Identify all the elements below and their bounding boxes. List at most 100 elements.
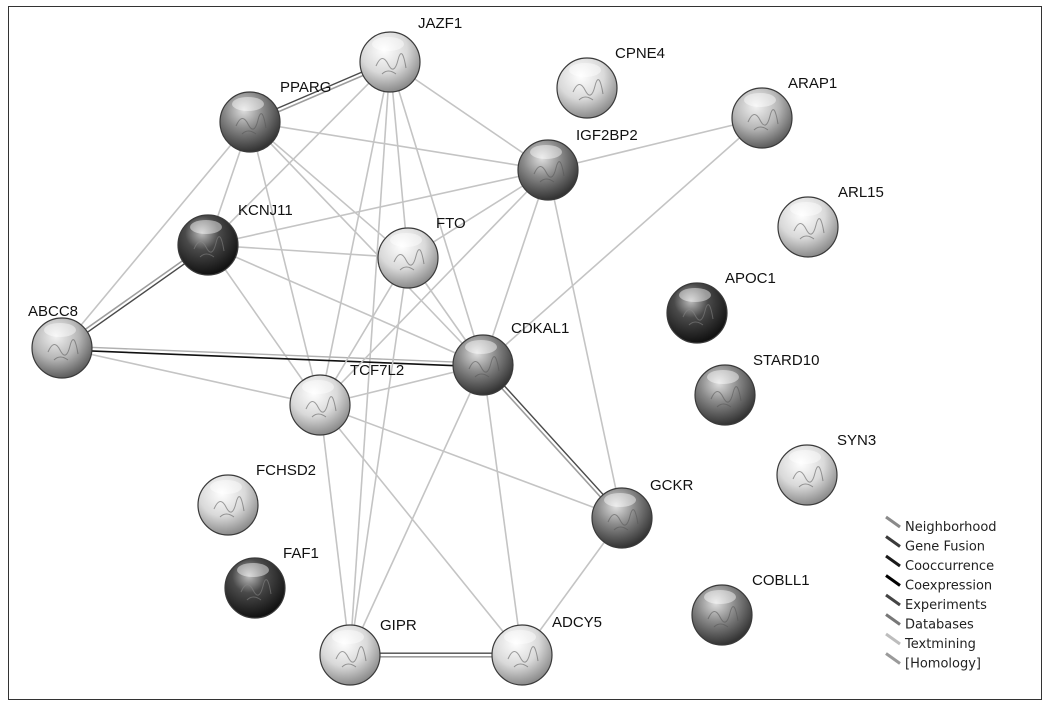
node-faf1[interactable]: FAF1 [224,545,319,619]
legend-label: [Homology] [905,657,981,672]
edges-layer [60,59,763,658]
node-igf2bp2[interactable]: IGF2BP2 [517,127,638,201]
node-sphere[interactable] [694,364,756,426]
node-sphere[interactable] [777,196,839,258]
edge-jazf1-fto [389,61,409,259]
node-sphere[interactable] [359,31,421,93]
edge-jazf1-cdkal1 [389,61,484,366]
sphere-highlight [190,220,222,234]
sphere-highlight [789,450,821,464]
node-abcc8[interactable]: ABCC8 [28,303,93,379]
node-label: SYN3 [837,432,876,449]
edge-kcnj11-cdkal1 [207,244,484,366]
node-sphere[interactable] [776,444,838,506]
node-apoc1[interactable]: APOC1 [666,270,776,344]
node-sphere[interactable] [731,87,793,149]
node-arl15[interactable]: ARL15 [777,184,884,258]
node-sphere[interactable] [556,57,618,119]
node-gckr[interactable]: GCKR [591,477,694,549]
node-sphere[interactable] [377,227,439,289]
edge-pparg-tcf7l2 [249,121,321,406]
node-pparg[interactable]: PPARG [219,79,331,153]
node-cdkal1[interactable]: CDKAL1 [452,320,569,396]
node-sphere[interactable] [289,374,351,436]
node-adcy5[interactable]: ADCY5 [491,614,602,686]
legend-item: Coexpression [885,574,992,594]
node-sphere[interactable] [319,624,381,686]
legend-item: Textmining [885,632,976,652]
node-sphere[interactable] [197,474,259,536]
legend-swatch [885,515,901,529]
node-sphere[interactable] [31,317,93,379]
legend-label: Textmining [904,637,976,652]
edge-kcnj11-tcf7l2 [207,244,321,406]
node-arap1[interactable]: ARAP1 [731,75,837,149]
edge-kcnj11-fto [207,244,409,259]
node-stard10[interactable]: STARD10 [694,352,819,426]
legend-swatch [885,632,901,646]
edge-igf2bp2-gckr [547,169,623,519]
edge-igf2bp2-cdkal1 [482,169,549,366]
protein-structure-icon [193,236,225,258]
legend-label: Neighborhood [905,520,997,535]
edge-abcc8-cdkal1 [61,345,484,368]
legend-swatch [885,613,901,626]
node-kcnj11[interactable]: KCNJ11 [177,202,293,276]
sphere-highlight [569,63,601,77]
node-syn3[interactable]: SYN3 [776,432,876,506]
node-cpne4[interactable]: CPNE4 [556,45,665,119]
protein-structure-icon [533,161,565,183]
node-sphere[interactable] [177,214,239,276]
edge-fto-gipr [349,257,409,656]
legend-label: Databases [905,618,974,633]
legend-item: Databases [885,613,974,633]
node-sphere[interactable] [666,282,728,344]
edge-pparg-fto [249,121,409,259]
legend-swatch [885,652,901,665]
protein-structure-icon [393,249,425,271]
node-label: FCHSD2 [256,462,316,479]
protein-structure-icon [468,356,500,378]
node-sphere[interactable] [491,624,553,686]
node-label: JAZF1 [418,15,462,32]
protein-structure-icon [572,79,604,101]
node-label: ARAP1 [788,75,837,92]
sphere-highlight [707,370,739,384]
edge-pparg-abcc8 [61,121,251,349]
node-sphere[interactable] [517,139,579,201]
edge-cdkal1-adcy5 [482,364,523,656]
edge-jazf1-tcf7l2 [319,61,391,406]
node-fto[interactable]: FTO [377,215,466,289]
node-label: GIPR [380,617,417,634]
sphere-highlight [232,97,264,111]
sphere-highlight [704,590,736,604]
node-gipr[interactable]: GIPR [319,617,417,686]
node-fchsd2[interactable]: FCHSD2 [197,462,316,536]
sphere-highlight [530,145,562,159]
node-sphere[interactable] [691,584,753,646]
edge-tcf7l2-gipr [319,404,351,656]
sphere-highlight [465,340,497,354]
legend-swatch [885,574,901,587]
node-label: FAF1 [283,545,319,562]
sphere-highlight [679,288,711,302]
node-tcf7l2[interactable]: TCF7L2 [289,362,404,436]
edge-kcnj11-igf2bp2 [207,169,549,246]
node-label: CDKAL1 [511,320,569,337]
network-frame [8,6,1042,700]
node-sphere[interactable] [591,487,653,549]
edge-tcf7l2-gckr [319,404,623,519]
legend-label: Gene Fusion [905,540,985,555]
node-label: STARD10 [753,352,819,369]
node-jazf1[interactable]: JAZF1 [359,15,462,93]
protein-structure-icon [213,496,245,518]
node-sphere[interactable] [224,557,286,619]
sphere-highlight [504,630,536,644]
protein-structure-icon [240,579,272,601]
node-label: PPARG [280,79,331,96]
node-sphere[interactable] [452,334,514,396]
node-cobll1[interactable]: COBLL1 [691,572,810,646]
node-sphere[interactable] [219,91,281,153]
node-label: APOC1 [725,270,776,287]
